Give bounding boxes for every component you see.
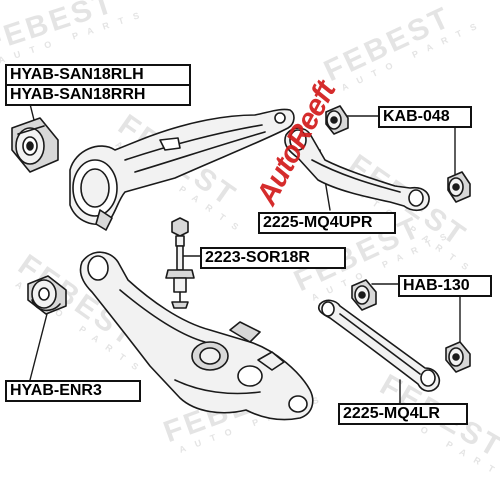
stabilizer-link (165, 217, 195, 309)
upper-control-arm (284, 127, 430, 212)
label-hyab-san18rrh: HYAB-SAN18RRH (5, 86, 191, 106)
label-hyab-san18rlh: HYAB-SAN18RLH (5, 64, 191, 86)
label-kab-048: KAB-048 (378, 106, 472, 128)
bushing-hyab-san18 (11, 117, 59, 173)
lower-link (317, 299, 441, 392)
bushing-kab-048-top (325, 105, 349, 135)
trailing-arm (69, 108, 295, 231)
label-2223-sor18r: 2223-SOR18R (200, 247, 346, 269)
bushing-hyab-enr3 (27, 275, 67, 315)
label-hyab-enr3: HYAB-ENR3 (5, 380, 141, 402)
bushing-kab-048-side (447, 171, 471, 203)
bushing-hab-130-top (351, 279, 377, 311)
label-2225-mq4lr: 2225-MQ4LR (338, 403, 468, 425)
label-2225-mq4upr: 2225-MQ4UPR (258, 212, 396, 234)
label-stack-hyab-san18: HYAB-SAN18RLH HYAB-SAN18RRH (5, 64, 191, 106)
label-hab-130: HAB-130 (398, 275, 492, 297)
bushing-hab-130-side (445, 341, 471, 373)
lower-control-arm (79, 251, 314, 421)
